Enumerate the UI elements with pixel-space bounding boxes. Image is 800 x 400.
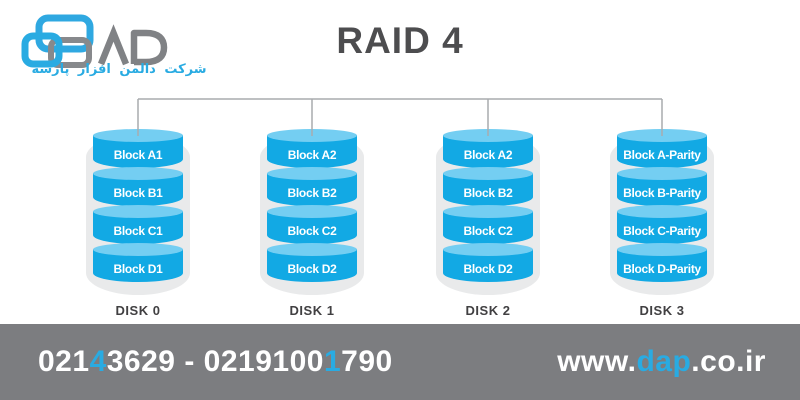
disk-0-cylinder: Block A1 Block B1 Block C1 Block D1 [86,129,190,295]
disk-block: Block C-Parity [617,205,707,244]
disk-2: Block A2 Block B2 Block C2 Block D2 DISK… [436,126,540,318]
disk-label: DISK 3 [639,303,685,318]
block-label: Block D-Parity [623,261,701,276]
phone-segment: 021 [38,345,90,378]
block-label: Block B2 [463,185,513,200]
disk-block: Block C1 [93,205,183,244]
block-label: Block B1 [113,185,163,200]
block-label: Block A2 [287,147,337,162]
block-label: Block A1 [113,147,163,162]
website-segment-accent: dap [636,345,692,378]
disk-2-cylinder: Block A2 Block B2 Block C2 Block D2 [436,129,540,295]
disk-block: Block D1 [93,243,183,282]
block-label: Block B2 [287,185,337,200]
phone-segment: 3629 - 0219100 [106,345,324,378]
disk-block: Block B2 [267,167,357,206]
phone-segment-accent: 1 [323,345,342,378]
disk-block: Block A2 [443,129,533,168]
logo-square-gray [48,37,92,68]
disk-label: DISK 0 [115,303,161,318]
logo-letter-p [130,29,168,66]
disk-block: Block A-Parity [617,129,707,168]
disk-block: Block B-Parity [617,167,707,206]
page-title: RAID 4 [336,20,464,61]
block-label: Block D1 [113,261,163,276]
disk-0: Block A1 Block B1 Block C1 Block D1 DISK… [86,126,190,318]
phone-numbers: 02143629 - 02191001790 [38,345,393,379]
block-label: Block B-Parity [623,185,701,200]
phone-segment: 790 [341,345,393,378]
disk-1: Block A2 Block B2 Block C2 Block D2 DISK… [260,126,364,318]
logo-tagline: شرکت دالمن افزار پارسه [31,62,207,77]
block-label: Block C1 [113,223,163,238]
disk-block: Block D2 [267,243,357,282]
block-label: Block D2 [463,261,513,276]
website-url: www.dap.co.ir [557,345,766,379]
footer-bar: 02143629 - 02191001790 www.dap.co.ir [0,324,800,400]
phone-segment-accent: 4 [89,345,107,378]
logo-letter-a [97,24,130,66]
website-segment: www. [557,345,637,378]
block-label: Block C2 [287,223,337,238]
block-label: Block D2 [287,261,337,276]
disk-block: Block A2 [267,129,357,168]
disk-3-cylinder: Block A-Parity Block B-Parity Block C-Pa… [610,129,714,295]
disk-3: Block A-Parity Block B-Parity Block C-Pa… [610,126,714,318]
website-segment: .co.ir [691,345,766,378]
disk-block: Block D-Parity [617,243,707,282]
disk-1-cylinder: Block A2 Block B2 Block C2 Block D2 [260,129,364,295]
block-label: Block C-Parity [623,223,701,238]
disk-block: Block B2 [443,167,533,206]
dap-logo: شرکت دالمن افزار پارسه [0,0,240,88]
block-label: Block A2 [463,147,513,162]
disk-block: Block D2 [443,243,533,282]
disk-block: Block C2 [267,205,357,244]
disk-block: Block A1 [93,129,183,168]
dap-logo-icon [21,14,168,68]
disk-label: DISK 1 [289,303,335,318]
block-label: Block C2 [463,223,513,238]
disk-label: DISK 2 [465,303,511,318]
disk-block: Block B1 [93,167,183,206]
disk-block: Block C2 [443,205,533,244]
logo-square-small-blue [21,32,63,68]
block-label: Block A-Parity [623,147,701,162]
